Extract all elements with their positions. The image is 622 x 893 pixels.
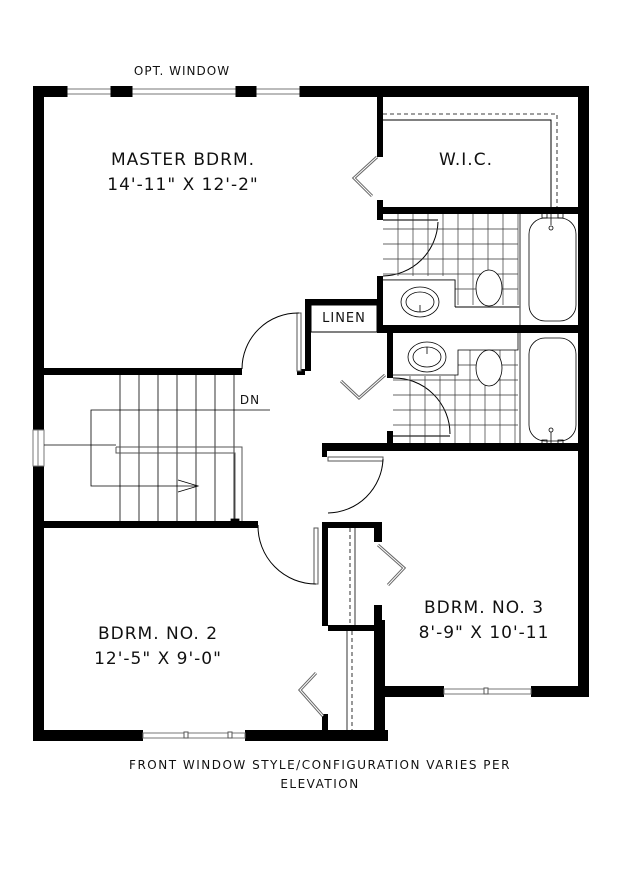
- wic-shelf: [383, 113, 558, 207]
- staircase[interactable]: [44, 375, 270, 528]
- room-name-bedroom-2: BDRM. NO. 2: [97, 624, 219, 644]
- bath1-fixtures: [383, 210, 577, 325]
- room-name-linen: LINEN: [322, 311, 366, 326]
- room-dims-master-bedroom: 14'-11" X 12'-2": [107, 175, 259, 195]
- linen-shelf: [310, 304, 378, 333]
- windows: [32, 86, 532, 741]
- footer-note-line-2: ELEVATION: [280, 777, 360, 791]
- opt-window-label: OPT. WINDOW: [133, 64, 231, 78]
- hall-closet-shelves: [346, 528, 356, 730]
- room-name-wic: W.I.C.: [439, 150, 493, 170]
- room-name-master-bedroom: MASTER BDRM.: [110, 150, 256, 170]
- room-dims-bedroom-2: 12'-5" X 9'-0": [94, 649, 222, 669]
- room-name-bedroom-3: BDRM. NO. 3: [423, 598, 545, 618]
- doors: [241, 155, 451, 717]
- interior-walls: [44, 97, 578, 741]
- bath2-fixtures: [393, 333, 577, 446]
- stair-down-label: DN: [239, 393, 261, 407]
- room-dims-bedroom-3: 8'-9" X 10'-11: [418, 623, 550, 643]
- footer-note-line-1: FRONT WINDOW STYLE/CONFIGURATION VARIES …: [129, 758, 511, 772]
